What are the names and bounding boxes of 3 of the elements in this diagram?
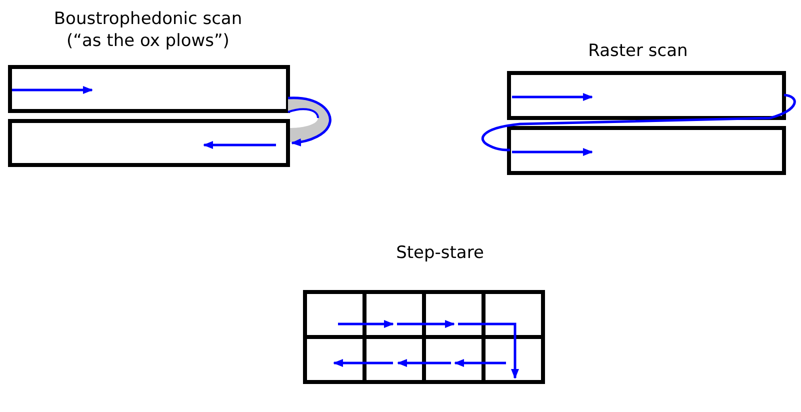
panel-title: Step-stare (395, 242, 485, 264)
panel-title: Raster scan (587, 40, 689, 62)
panel-title: Boustrophedonic scan (“as the ox plows”) (52, 8, 244, 52)
